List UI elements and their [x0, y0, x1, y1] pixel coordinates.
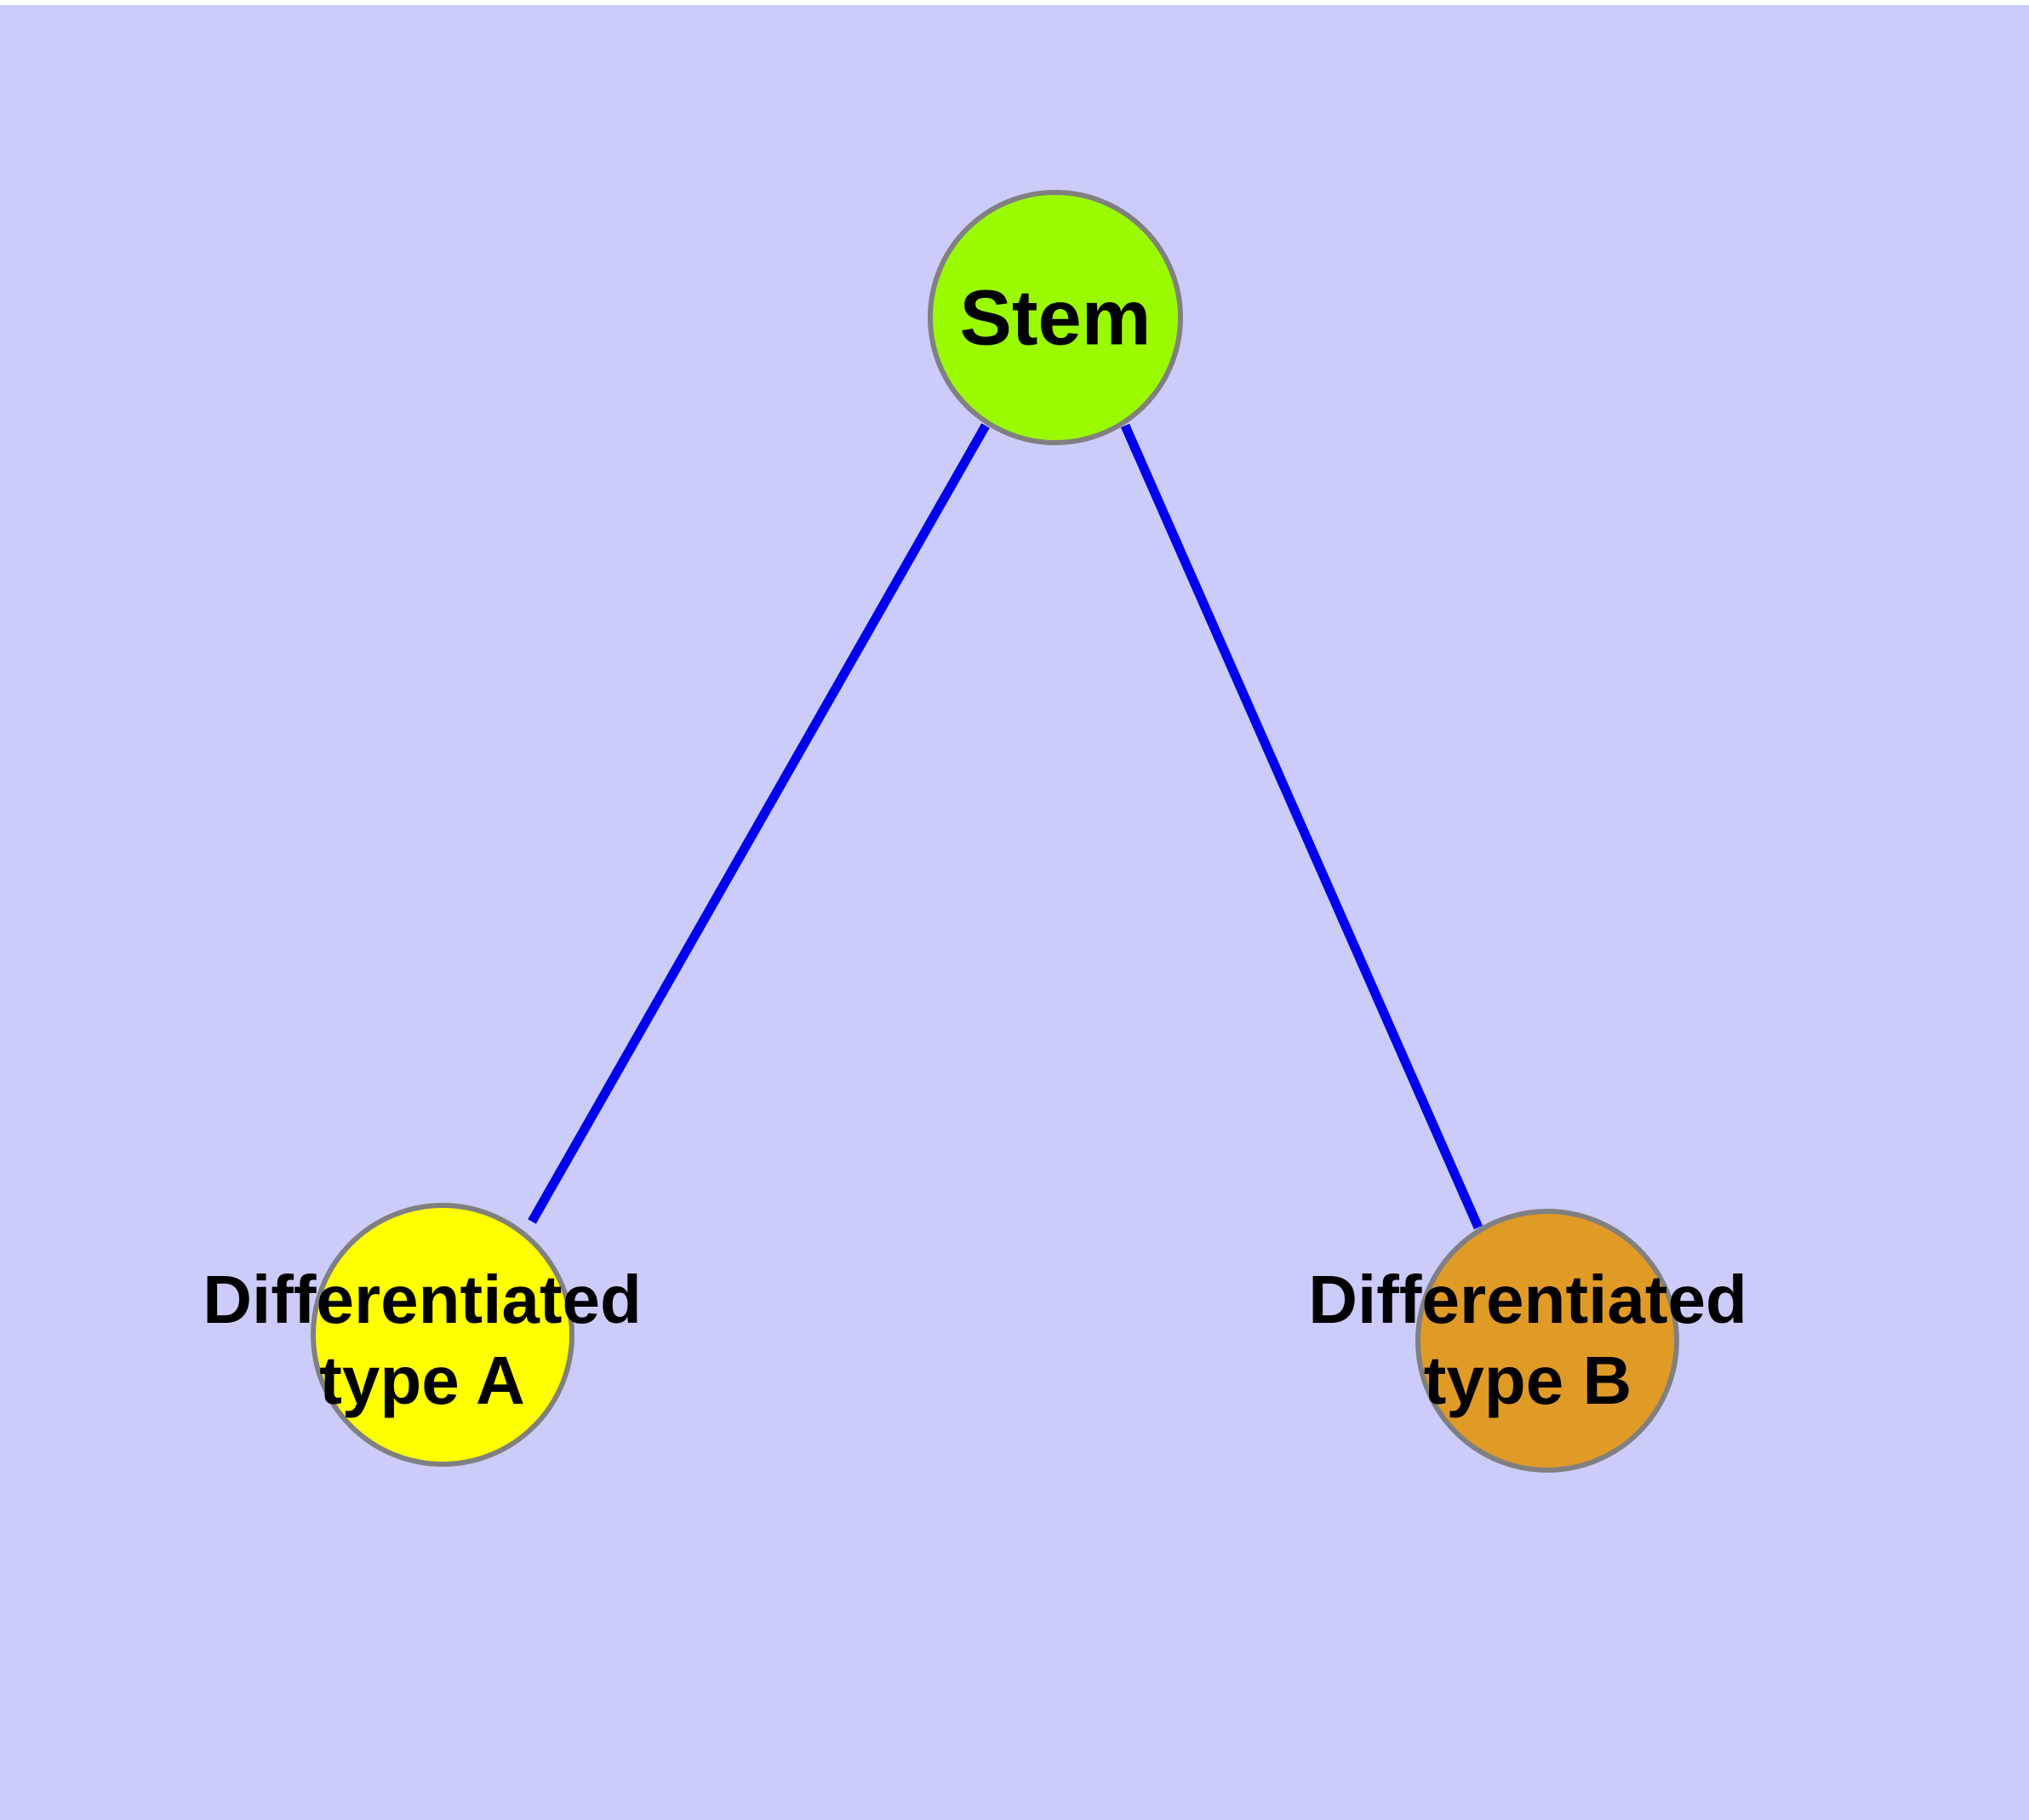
node-stem[interactable]: Stem [928, 190, 1183, 445]
node-differentiated-type-a-label-line1: Differentiated [203, 1262, 642, 1337]
edge-stem-to-differentiated-type-b[interactable] [1120, 423, 1483, 1230]
edge-stem-to-differentiated-type-a[interactable] [528, 423, 990, 1224]
node-differentiated-type-b-label-line2: type B [1424, 1342, 1632, 1418]
edges-layer [528, 423, 1483, 1230]
node-stem-label: Stem [960, 274, 1152, 361]
node-differentiated-type-b-circle[interactable] [1415, 1209, 1679, 1473]
node-differentiated-type-a-label-line2: type A [319, 1342, 525, 1418]
node-stem-circle[interactable] [928, 190, 1183, 445]
nodes-layer: Stem Differentiated type A Differentiate… [203, 190, 1747, 1473]
node-differentiated-type-a[interactable]: Differentiated type A [203, 1203, 642, 1467]
node-differentiated-type-a-circle[interactable] [311, 1203, 574, 1467]
node-differentiated-type-b-label-line1: Differentiated [1308, 1262, 1747, 1337]
node-differentiated-type-b[interactable]: Differentiated type B [1308, 1209, 1747, 1473]
